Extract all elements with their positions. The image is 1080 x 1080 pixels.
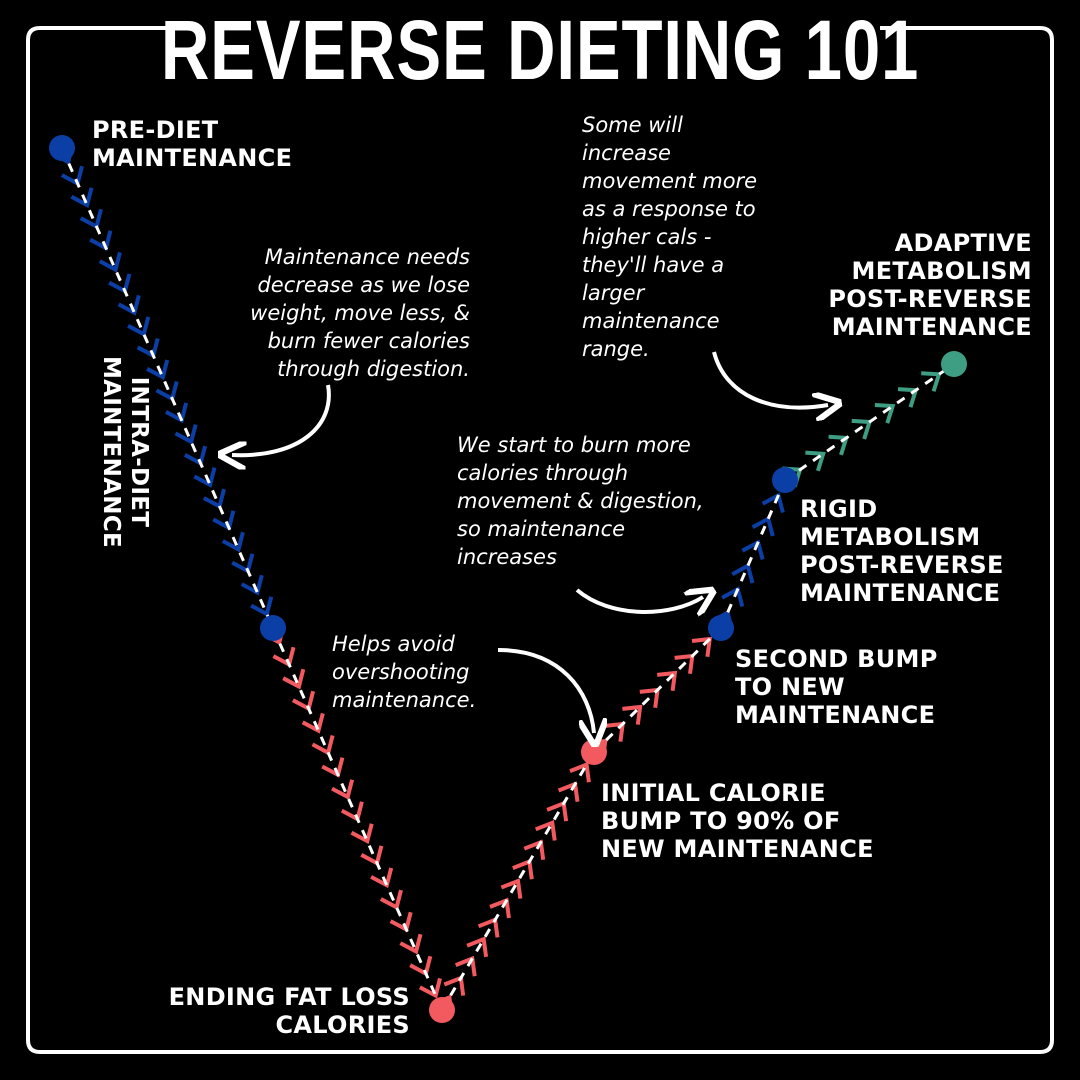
chevron-arrow: [98, 251, 122, 273]
pointer-arrow-some-will: [712, 351, 828, 408]
chevron-arrow: [534, 820, 557, 841]
label-pre-diet: PRE-DIET MAINTENANCE: [92, 116, 293, 172]
chevron-arrow: [874, 403, 896, 424]
page-title: REVERSE DIETING 101: [160, 3, 920, 97]
dot-adaptive: [941, 351, 967, 377]
dot-rigid: [772, 467, 798, 493]
frame-border: [26, 26, 1054, 1054]
chevron-arrow: [721, 586, 745, 608]
path-segment-second-ascent: [587, 626, 723, 759]
path-dashed-line: [784, 362, 955, 482]
chevron-arrow: [418, 977, 442, 999]
chevron-arrow: [751, 515, 775, 537]
chevron-arrow: [193, 467, 217, 488]
path-segment-rigid-ascent: [710, 479, 787, 631]
chevron-arrow: [851, 418, 873, 440]
path-dashed-line: [719, 479, 787, 629]
path-segment-adaptive-ascent: [782, 362, 955, 488]
chevron-arrow: [622, 704, 643, 725]
label-second-bump: SECOND BUMP TO NEW MAINTENANCE: [735, 645, 938, 729]
path-segment-initial-ascent: [432, 751, 596, 1016]
chevron-arrow: [165, 402, 189, 424]
chevron-arrow: [379, 889, 403, 911]
note-burn-more: We start to burn more calories through m…: [457, 433, 704, 569]
path-dashed-line: [271, 627, 444, 1011]
pointer-arrow-maintenance-needs: [232, 384, 331, 455]
chevron-arrow: [146, 359, 170, 381]
chevron-arrow: [301, 712, 325, 734]
chevron-arrow: [221, 531, 245, 553]
chevron-arrow: [500, 878, 523, 899]
note-some-will: Some will increase movement more as a re…: [582, 113, 758, 361]
chevron-arrow: [350, 823, 374, 845]
chevron-arrow: [741, 539, 765, 561]
chevron-arrow: [127, 316, 151, 338]
pointer-arrow-helps-avoid: [497, 648, 594, 733]
chevron-arrow: [761, 492, 785, 514]
dot-second-bump: [708, 615, 734, 641]
chevron-arrow: [546, 800, 569, 822]
label-ending: ENDING FAT LOSS CALORIES: [168, 983, 410, 1039]
pointer-arrow-burn-more: [575, 590, 703, 612]
chevron-arrow: [399, 933, 423, 955]
label-intra-diet: INTRA-DIET MAINTENANCE: [98, 355, 152, 549]
chevron-arrow: [117, 294, 141, 316]
chevron-arrow: [656, 670, 678, 691]
dot-intra-diet: [260, 615, 286, 641]
label-adaptive: ADAPTIVE METABOLISM POST-REVERSE MAINTEN…: [828, 229, 1032, 341]
note-helps-avoid: Helps avoid overshooting maintenance.: [332, 632, 477, 712]
chevron-arrow: [70, 187, 94, 208]
chevron-arrow: [370, 867, 394, 889]
chevron-arrow: [240, 574, 264, 596]
path-dashed-line: [60, 147, 275, 629]
note-maintenance-needs: Maintenance needs decrease as we lose we…: [250, 245, 470, 381]
chevron-arrow: [282, 668, 306, 690]
chevron-arrow: [921, 371, 942, 392]
path-segment-diet-descent: [51, 144, 275, 629]
chevron-arrow: [250, 596, 274, 617]
dot-ending: [429, 997, 455, 1023]
chevron-arrow: [466, 936, 489, 958]
label-rigid: RIGID METABOLISM POST-REVERSE MAINTENANC…: [800, 495, 1004, 607]
chevron-arrow: [569, 761, 591, 783]
dot-initial-bump: [581, 739, 607, 765]
chevron-arrow: [805, 450, 826, 472]
chevron-arrow: [731, 562, 755, 584]
path-dashed-line: [592, 626, 723, 754]
dot-pre-diet: [49, 135, 75, 161]
label-initial-bump: INITIAL CALORIE BUMP TO 90% OF NEW MAINT…: [601, 779, 874, 863]
chevron-arrow: [331, 779, 355, 800]
chevron-arrow: [174, 424, 198, 445]
